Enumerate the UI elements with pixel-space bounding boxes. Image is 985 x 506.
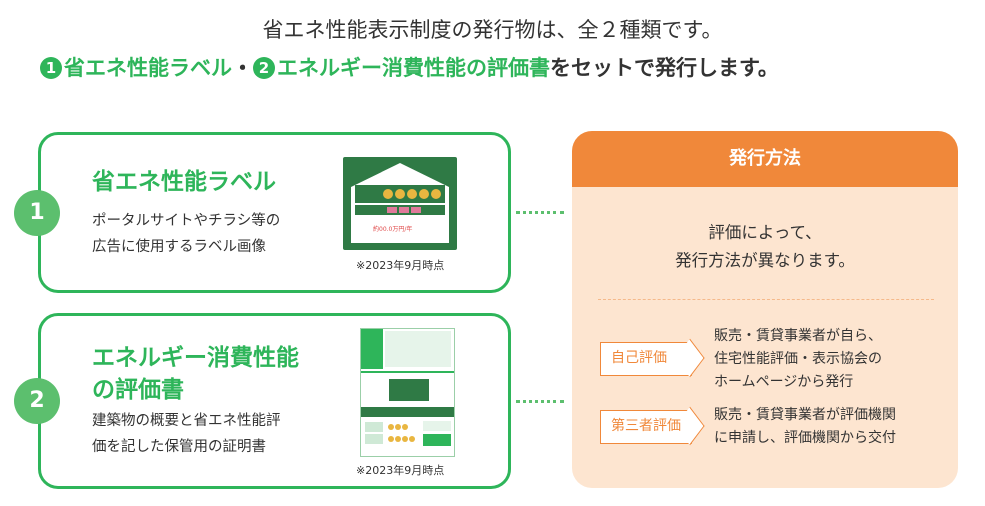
self-evaluation-tag: 自己評価 — [600, 342, 692, 376]
label-card-desc: ポータルサイトやチラシ等の広告に使用するラベル画像 — [92, 213, 281, 255]
panel-main-text: 評価によって、発行方法が異なります。 — [675, 223, 855, 270]
third-party-evaluation-desc: 販売・賃貸事業者が評価機関に申請し、評価機関から交付 — [714, 407, 896, 446]
item2-label: エネルギー消費性能の評価書 — [277, 56, 550, 80]
card-number-1: 1 — [14, 190, 60, 236]
label-image: 約00.0万円/年 — [343, 157, 457, 250]
label-card-title: 省エネ性能ラベル — [92, 169, 276, 195]
connector-2 — [516, 400, 564, 403]
report-card-desc: 建築物の概要と省エネ性能評価を記した保管用の証明書 — [92, 413, 281, 455]
svg-text:約00.0万円/年: 約00.0万円/年 — [373, 225, 412, 233]
self-evaluation-desc: 販売・賃貸事業者が自ら、住宅性能評価・表示協会のホームページから発行 — [714, 328, 882, 390]
number-badge-1: 1 — [40, 57, 62, 79]
separator: ・ — [232, 56, 253, 80]
report-image — [360, 328, 455, 457]
suffix-text: をセットで発行します。 — [550, 56, 779, 80]
label-thumbnail-icon: 約00.0万円/年 — [351, 163, 449, 243]
report-card-title: エネルギー消費性能の評価書 — [92, 345, 299, 403]
report-thumbnail-icon — [361, 329, 454, 446]
third-party-evaluation-tag: 第三者評価 — [600, 410, 692, 444]
issuance-method-panel: 発行方法 評価によって、発行方法が異なります。 自己評価 販売・賃貸事業者が自ら… — [572, 131, 958, 488]
card-number-2: 2 — [14, 378, 60, 424]
divider — [598, 299, 934, 300]
connector-1 — [516, 211, 564, 214]
panel-title: 発行方法 — [572, 131, 958, 187]
intro-heading: 省エネ性能表示制度の発行物は、全２種類です。 — [262, 18, 723, 42]
item1-label: 省エネ性能ラベル — [64, 56, 232, 80]
number-badge-2: 2 — [253, 57, 275, 79]
report-note: ※2023年9月時点 — [356, 464, 445, 477]
label-note: ※2023年9月時点 — [356, 259, 445, 272]
